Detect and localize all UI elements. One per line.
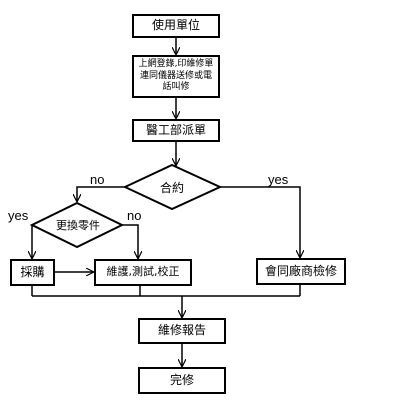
arrow-contract-yes [220, 186, 300, 257]
edge-label-contract-no: no [90, 172, 105, 187]
node-purchase: 採購 [10, 259, 55, 286]
node-dispatch: 醫工部派單 [132, 119, 220, 142]
edge-label-replace-no: no [127, 208, 142, 223]
node-complete: 完修 [138, 367, 226, 394]
node-vendor-inspect: 會同廠商檢修 [256, 258, 346, 285]
node-register: 上網登錄,印維修單連同儀器送修或電話叫修 [132, 55, 220, 98]
edge-label-replace-yes: yes [8, 208, 29, 223]
node-report: 維修報告 [138, 318, 226, 344]
decision-contract-shape [122, 163, 223, 211]
node-maintain-test-calibrate: 維護,測試,校正 [94, 259, 192, 286]
edge-label-contract-yes: yes [268, 172, 289, 187]
node-user-unit: 使用單位 [132, 14, 220, 38]
decision-contract-label: 合約 [159, 180, 184, 195]
arrow-contract-no [77, 186, 125, 201]
arrow-replace-no [122, 224, 138, 258]
decision-replace-shape [29, 201, 125, 249]
decision-replace-label: 更換零件 [56, 219, 100, 232]
